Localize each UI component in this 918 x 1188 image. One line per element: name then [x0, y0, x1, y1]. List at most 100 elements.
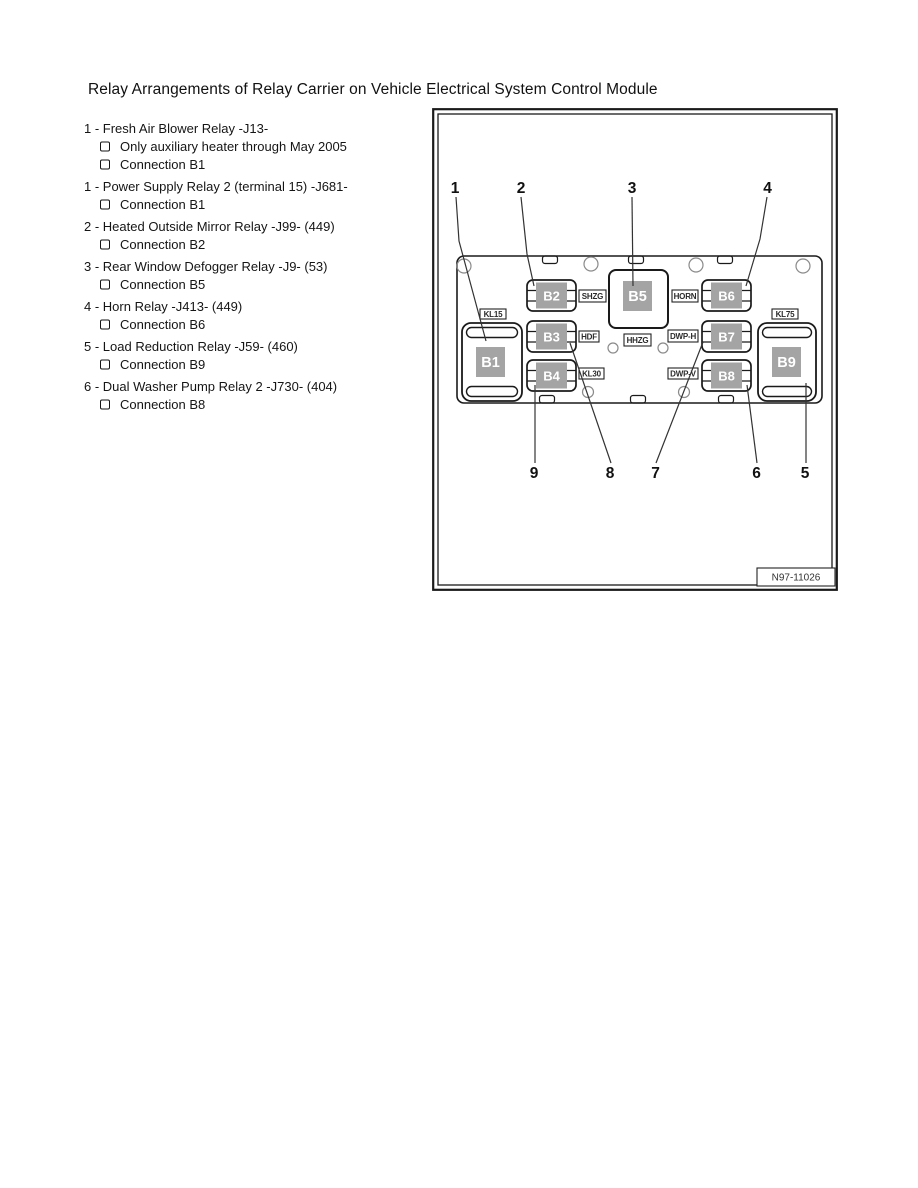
list-subitem-label: Connection B1 [120, 157, 206, 172]
connector-label-kl75: KL75 [776, 310, 796, 319]
list-subitem: Connection B1 [84, 156, 424, 174]
relay-label-plate [536, 282, 567, 309]
leader-line-7 [655, 341, 704, 464]
relay-label: B9 [777, 355, 796, 371]
relay-slot-b6: B6 [701, 279, 752, 312]
page-title: Relay Arrangements of Relay Carrier on V… [88, 81, 658, 98]
leader-line-6 [746, 384, 758, 464]
connector-label-shzg: SHZG [582, 292, 603, 301]
relay-label: B6 [718, 289, 735, 304]
relay-b6-outline [701, 279, 752, 312]
list-subitem: Connection B9 [84, 356, 424, 374]
list-subitem-label: Only auxiliary heater through May 2005 [120, 139, 347, 154]
connector-label-dwp-v: DWP-V [670, 370, 697, 379]
callout-9: 9 [530, 465, 539, 482]
mounting-hole [795, 258, 811, 274]
relay-pin-fins [702, 330, 751, 343]
relay-label-plate [711, 323, 742, 350]
checkbox-icon [100, 359, 110, 370]
relay-pin-fins [702, 289, 751, 302]
callout-2: 2 [517, 180, 526, 197]
mounting-hole [607, 342, 619, 354]
callout-8: 8 [606, 465, 615, 482]
relay-b4-outline [526, 359, 577, 392]
list-item-2: 1 - Power Supply Relay 2 (terminal 15) -… [84, 179, 348, 194]
relay-label: B2 [543, 289, 560, 304]
connector-label-hdf: HDF [581, 333, 597, 342]
relay-label-plate [711, 362, 742, 389]
figure-number: N97-11026 [772, 573, 821, 584]
list-subitem-label: Connection B2 [120, 237, 206, 252]
relay-carrier-diagram: B1 B9 B5 B2 B3 [432, 108, 838, 591]
leader-line-2 [520, 196, 535, 287]
mounting-hole [657, 342, 669, 354]
clip-tab [541, 255, 559, 265]
connector-labels: KL15 SHZG HORN HDF HHZG DWP-H KL30 DWP-V… [479, 289, 799, 380]
figure-outer-frame [432, 108, 838, 591]
callout-numbers: 1 2 3 4 9 8 7 6 5 [451, 180, 810, 482]
clip-tab [627, 255, 645, 265]
list-subitem-label: Connection B6 [120, 317, 206, 332]
relay-slot-b5: B5 [608, 269, 669, 329]
leader-lines [455, 196, 807, 464]
relay-slot-b8: B8 [701, 359, 752, 392]
relay-b5-outline [608, 269, 669, 329]
relay-b7-outline [701, 320, 752, 353]
list-subitem: Connection B1 [84, 196, 424, 214]
connector-label-box-kl15 [479, 308, 507, 320]
relay-label: B1 [481, 355, 500, 371]
connector-label-hhzg: HHZG [627, 336, 649, 345]
connector-label-box-kl75 [771, 308, 799, 320]
callout-3: 3 [628, 180, 637, 197]
connector-label-box-kl30 [578, 367, 605, 380]
list-item-1: 1 - Fresh Air Blower Relay -J13- [84, 121, 269, 136]
relay-b1-outline [461, 322, 523, 402]
leader-line-4 [745, 196, 768, 287]
relay-pin-fins [527, 369, 576, 382]
mounting-hole [677, 385, 691, 399]
relay-label: B5 [628, 289, 647, 305]
relay-b9-clip [761, 385, 813, 398]
connector-label-box-hhzg [623, 333, 652, 347]
list-subitem: Connection B8 [84, 396, 424, 414]
list-subitem-label: Connection B8 [120, 397, 206, 412]
callout-7: 7 [651, 465, 660, 482]
list-subitem: Connection B6 [84, 316, 424, 334]
leader-line-3 [631, 196, 634, 287]
relay-label-plate [772, 347, 801, 377]
relay-b9-clip [761, 326, 813, 339]
checkbox-icon [100, 141, 110, 152]
connector-label-kl15: KL15 [484, 310, 504, 319]
relay-label: B4 [543, 369, 560, 384]
relay-label-plate [536, 362, 567, 389]
relay-label-plate [536, 323, 567, 350]
clip-tab [717, 394, 735, 404]
relay-list: 1 - Fresh Air Blower Relay -J13- Only au… [84, 120, 424, 414]
checkbox-icon [100, 319, 110, 330]
relay-b9-outline [757, 322, 817, 402]
leader-line-1 [455, 196, 487, 342]
list-subitem-label: Connection B1 [120, 197, 206, 212]
list-subitem: Only auxiliary heater through May 2005 [84, 138, 424, 156]
relay-b2-outline [526, 279, 577, 312]
list-subitem: Connection B2 [84, 236, 424, 254]
figure-number-box: N97-11026 [756, 567, 836, 587]
relay-b8-outline [701, 359, 752, 392]
relay-slot-b7: B7 [701, 320, 752, 353]
connector-label-box-hdf [578, 330, 600, 343]
relay-label-plate [623, 281, 652, 311]
clip-tab [538, 394, 556, 404]
relay-slot-b1: B1 [461, 322, 523, 402]
callout-6: 6 [752, 465, 761, 482]
relay-slot-b2: B2 [526, 279, 577, 312]
list-item-3: 2 - Heated Outside Mirror Relay -J99- (4… [84, 219, 335, 234]
relay-carrier-body [456, 255, 823, 404]
relay-b1-clip [465, 326, 519, 339]
callout-5: 5 [801, 465, 810, 482]
relay-label-plate [711, 282, 742, 309]
mounting-hole [583, 256, 599, 272]
relay-b1-clip [465, 385, 519, 398]
relay-label: B7 [718, 330, 735, 345]
relay-pin-fins [527, 330, 576, 343]
connector-label-box-dwp-v [667, 367, 699, 380]
